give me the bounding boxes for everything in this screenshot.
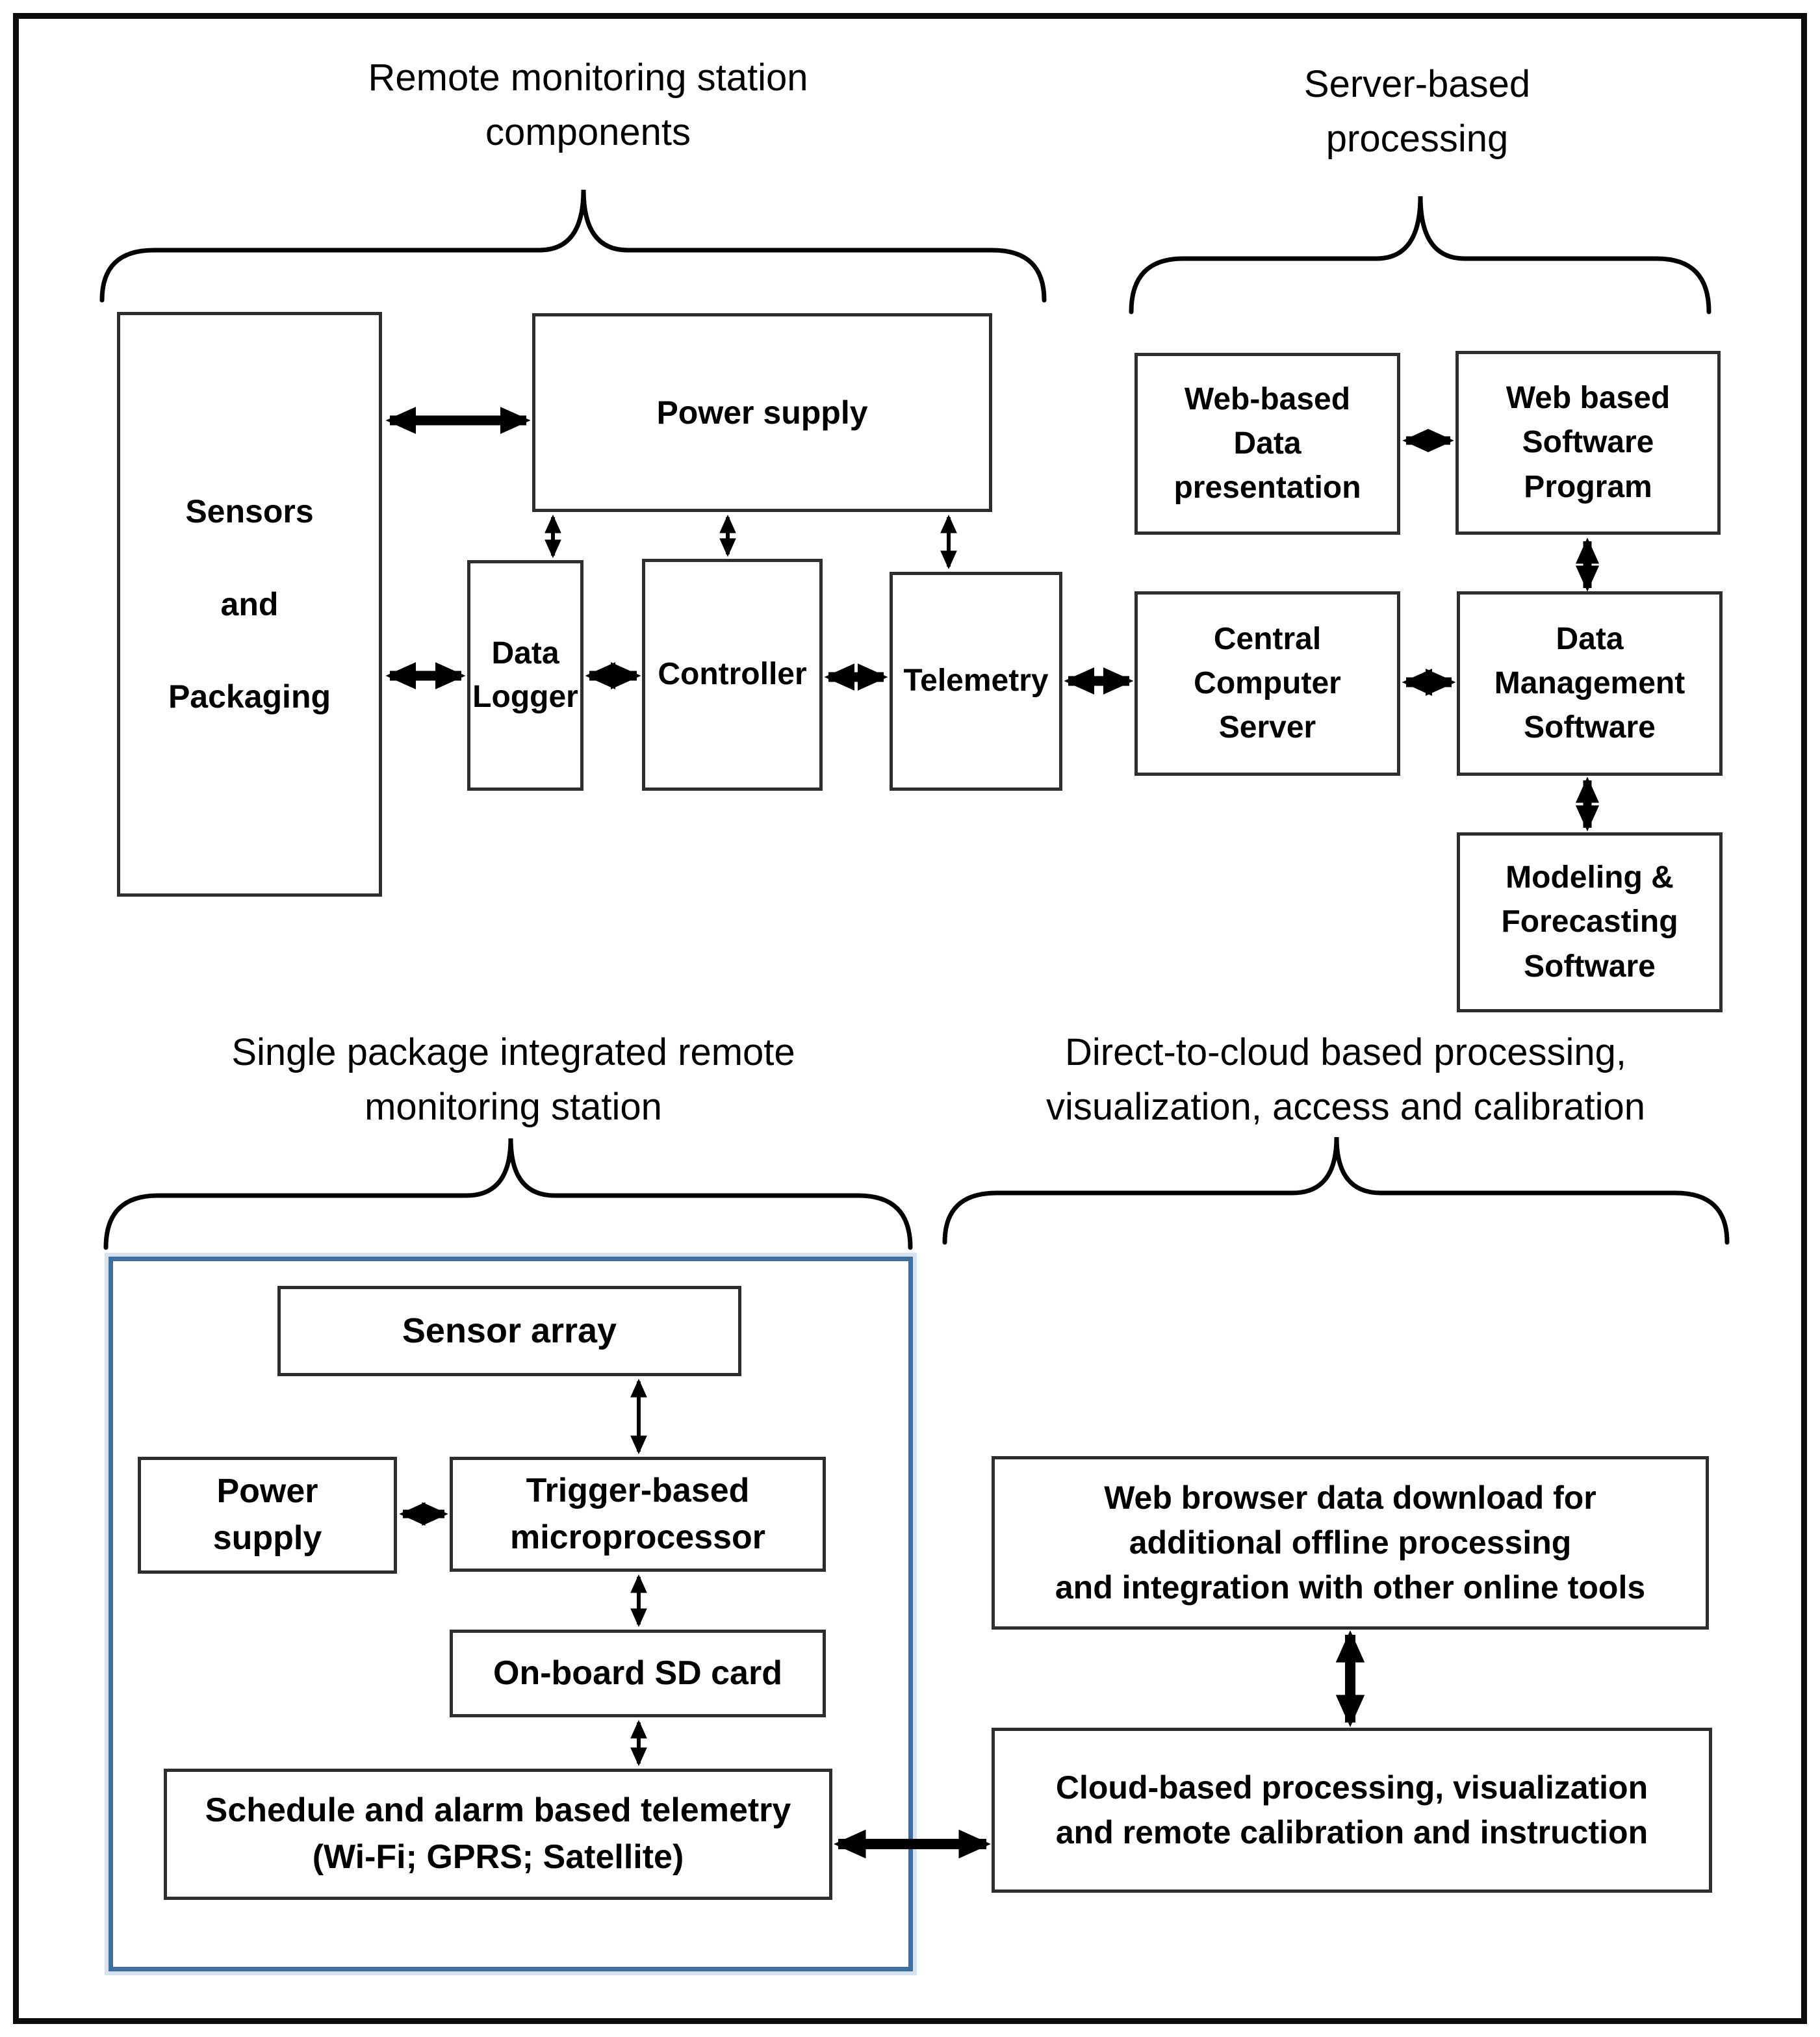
box-power-supply-integrated: Power supply <box>138 1457 397 1574</box>
title-line: processing <box>1326 118 1509 160</box>
box-label-line: (Wi-Fi; GPRS; Satellite) <box>312 1838 684 1876</box>
box-web-based-software-program: Web based Software Program <box>1455 351 1721 535</box>
box-cloud-based-processing: Cloud-based processing, visualization an… <box>992 1728 1712 1893</box>
box-label-line: Power supply <box>656 394 868 431</box>
title-line: components <box>485 111 691 154</box>
box-label-line: Server <box>1218 710 1316 745</box>
title-line: Remote monitoring station <box>368 57 808 99</box>
box-label-line: Data <box>1556 621 1624 656</box>
box-label-line: additional offline processing <box>1129 1524 1572 1561</box>
box-label-line: Management <box>1494 665 1685 700</box>
box-label-line: Schedule and alarm based telemetry <box>205 1791 791 1830</box>
box-onboard-sd-card: On-board SD card <box>450 1630 826 1717</box>
box-label-line: Central <box>1213 621 1322 656</box>
box-power-supply: Power supply <box>532 313 992 512</box>
box-label-line: Controller <box>658 657 807 692</box>
box-label-line: and remote calibration and instruction <box>1055 1814 1648 1851</box>
section-title-direct-to-cloud: Direct-to-cloud based processing, visual… <box>891 1025 1801 1134</box>
section-title-single-package-station: Single package integrated remote monitor… <box>91 1025 936 1134</box>
box-label-line: Logger <box>472 679 578 714</box>
section-title-remote-monitoring-components: Remote monitoring station components <box>198 51 978 160</box>
box-label-line: microprocessor <box>509 1518 766 1556</box>
box-sensors-and-packaging: Sensors and Packaging <box>117 312 382 897</box>
box-label-line: Packaging <box>168 678 331 715</box>
box-web-browser-data-download: Web browser data download for additional… <box>992 1456 1709 1630</box>
box-modeling-forecasting-software: Modeling & Forecasting Software <box>1457 832 1723 1012</box>
box-telemetry: Telemetry <box>890 572 1062 791</box>
box-label-line: Web browser data download for <box>1104 1480 1596 1516</box>
section-title-server-based-processing: Server-based processing <box>1157 57 1677 166</box>
box-data-management-software: Data Management Software <box>1457 591 1723 776</box>
box-label-line: Telemetry <box>903 663 1049 698</box>
title-line: monitoring station <box>365 1086 662 1129</box>
box-web-based-data-presentation: Web-based Data presentation <box>1134 353 1400 535</box>
box-label-line: Software <box>1522 425 1654 460</box>
box-label-line: Computer <box>1194 665 1341 700</box>
box-data-logger: Data Logger <box>467 560 583 791</box>
box-label-line: Data <box>491 636 559 671</box>
box-label-line: and integration with other online tools <box>1055 1569 1646 1606</box>
box-label-line: Web-based <box>1184 381 1351 416</box>
box-label-line: and <box>220 585 279 622</box>
box-label-line: supply <box>212 1519 322 1557</box>
title-line: visualization, access and calibration <box>1045 1086 1646 1129</box>
title-line: Direct-to-cloud based processing, <box>1065 1031 1626 1073</box>
title-line: Server-based <box>1303 63 1531 105</box>
box-label-line: Modeling & <box>1506 860 1674 895</box>
box-label-line: Program <box>1524 469 1652 504</box>
box-label-line: Software <box>1524 949 1656 984</box>
box-label-line: Software <box>1524 710 1656 745</box>
box-label-line: On-board SD card <box>493 1654 782 1692</box>
box-central-computer-server: Central Computer Server <box>1134 591 1400 776</box>
box-label-line: Sensor array <box>402 1311 617 1351</box>
box-trigger-based-microprocessor: Trigger-based microprocessor <box>450 1457 826 1572</box>
box-label-line: Sensors <box>185 493 314 530</box>
box-label-line: Power <box>216 1472 318 1511</box>
outer-border <box>13 13 1807 2024</box>
box-label-line: Trigger-based <box>526 1471 750 1509</box>
box-label-line: Cloud-based processing, visualization <box>1055 1769 1648 1806</box>
box-label-line: Data <box>1233 426 1301 461</box>
box-label-line: Web based <box>1506 381 1671 416</box>
box-controller: Controller <box>642 559 823 791</box>
box-label-line: presentation <box>1173 470 1361 506</box>
box-schedule-alarm-telemetry: Schedule and alarm based telemetry (Wi-F… <box>164 1769 832 1900</box>
title-line: Single package integrated remote <box>231 1031 795 1073</box>
box-sensor-array: Sensor array <box>277 1286 741 1376</box>
box-label-line: Forecasting <box>1501 904 1678 940</box>
